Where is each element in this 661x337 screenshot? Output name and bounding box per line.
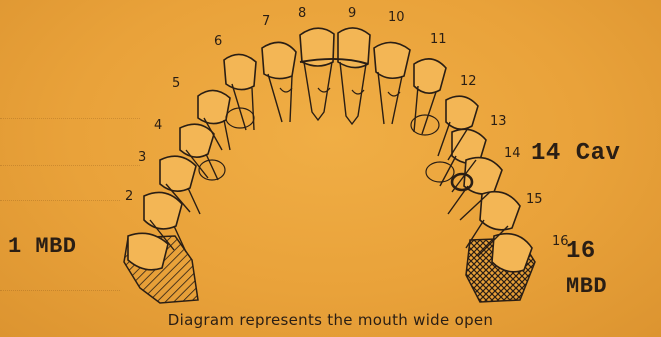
tooth-number-5: 5: [172, 76, 180, 91]
tooth-number-8: 8: [298, 6, 306, 21]
tooth-9-roots: [340, 62, 366, 124]
tooth-3-crown: [160, 156, 196, 191]
annotation-mbd: MBD: [566, 274, 607, 299]
tooth-number-14: 14: [504, 146, 521, 161]
annotation-16-num: 16: [566, 238, 596, 265]
tooth-1-crown: [128, 233, 168, 269]
tooth-number-6: 6: [214, 34, 222, 49]
tooth-12-crown: [446, 96, 478, 129]
diagram-caption: Diagram represents the mouth wide open: [0, 311, 661, 329]
tooth-7-crown: [262, 42, 296, 78]
annotation-14-cav: 14 Cav: [531, 140, 620, 167]
tooth-10-crown: [374, 42, 410, 78]
tooth-inner-left-2: [199, 160, 225, 180]
tooth-number-2: 2: [125, 189, 133, 204]
tooth-15-crown: [480, 192, 520, 230]
fold-marks-upper: [280, 88, 400, 96]
tooth-number-15: 15: [526, 192, 543, 207]
tooth-5-crown: [198, 90, 230, 123]
tooth-number-3: 3: [138, 150, 146, 165]
tooth-inner-right-2: [426, 162, 454, 182]
tooth-number-10: 10: [388, 10, 405, 25]
annotation-1-mbd: 1 MBD: [8, 234, 77, 259]
tooth-number-9: 9: [348, 6, 356, 21]
tooth-number-4: 4: [154, 118, 162, 133]
tooth-16-crown: [492, 234, 532, 272]
tooth-number-12: 12: [460, 74, 477, 89]
tooth-6-roots: [232, 84, 254, 130]
tooth-7-roots: [268, 74, 292, 122]
tooth-11-crown: [414, 59, 446, 93]
tooth-number-7: 7: [262, 14, 270, 29]
tooth-6-crown: [224, 54, 256, 89]
tooth-number-11: 11: [430, 32, 447, 47]
tooth-4-crown: [180, 124, 214, 157]
tooth-2-crown: [144, 192, 182, 228]
tooth-number-13: 13: [490, 114, 507, 129]
tooth-10-roots: [378, 72, 402, 124]
